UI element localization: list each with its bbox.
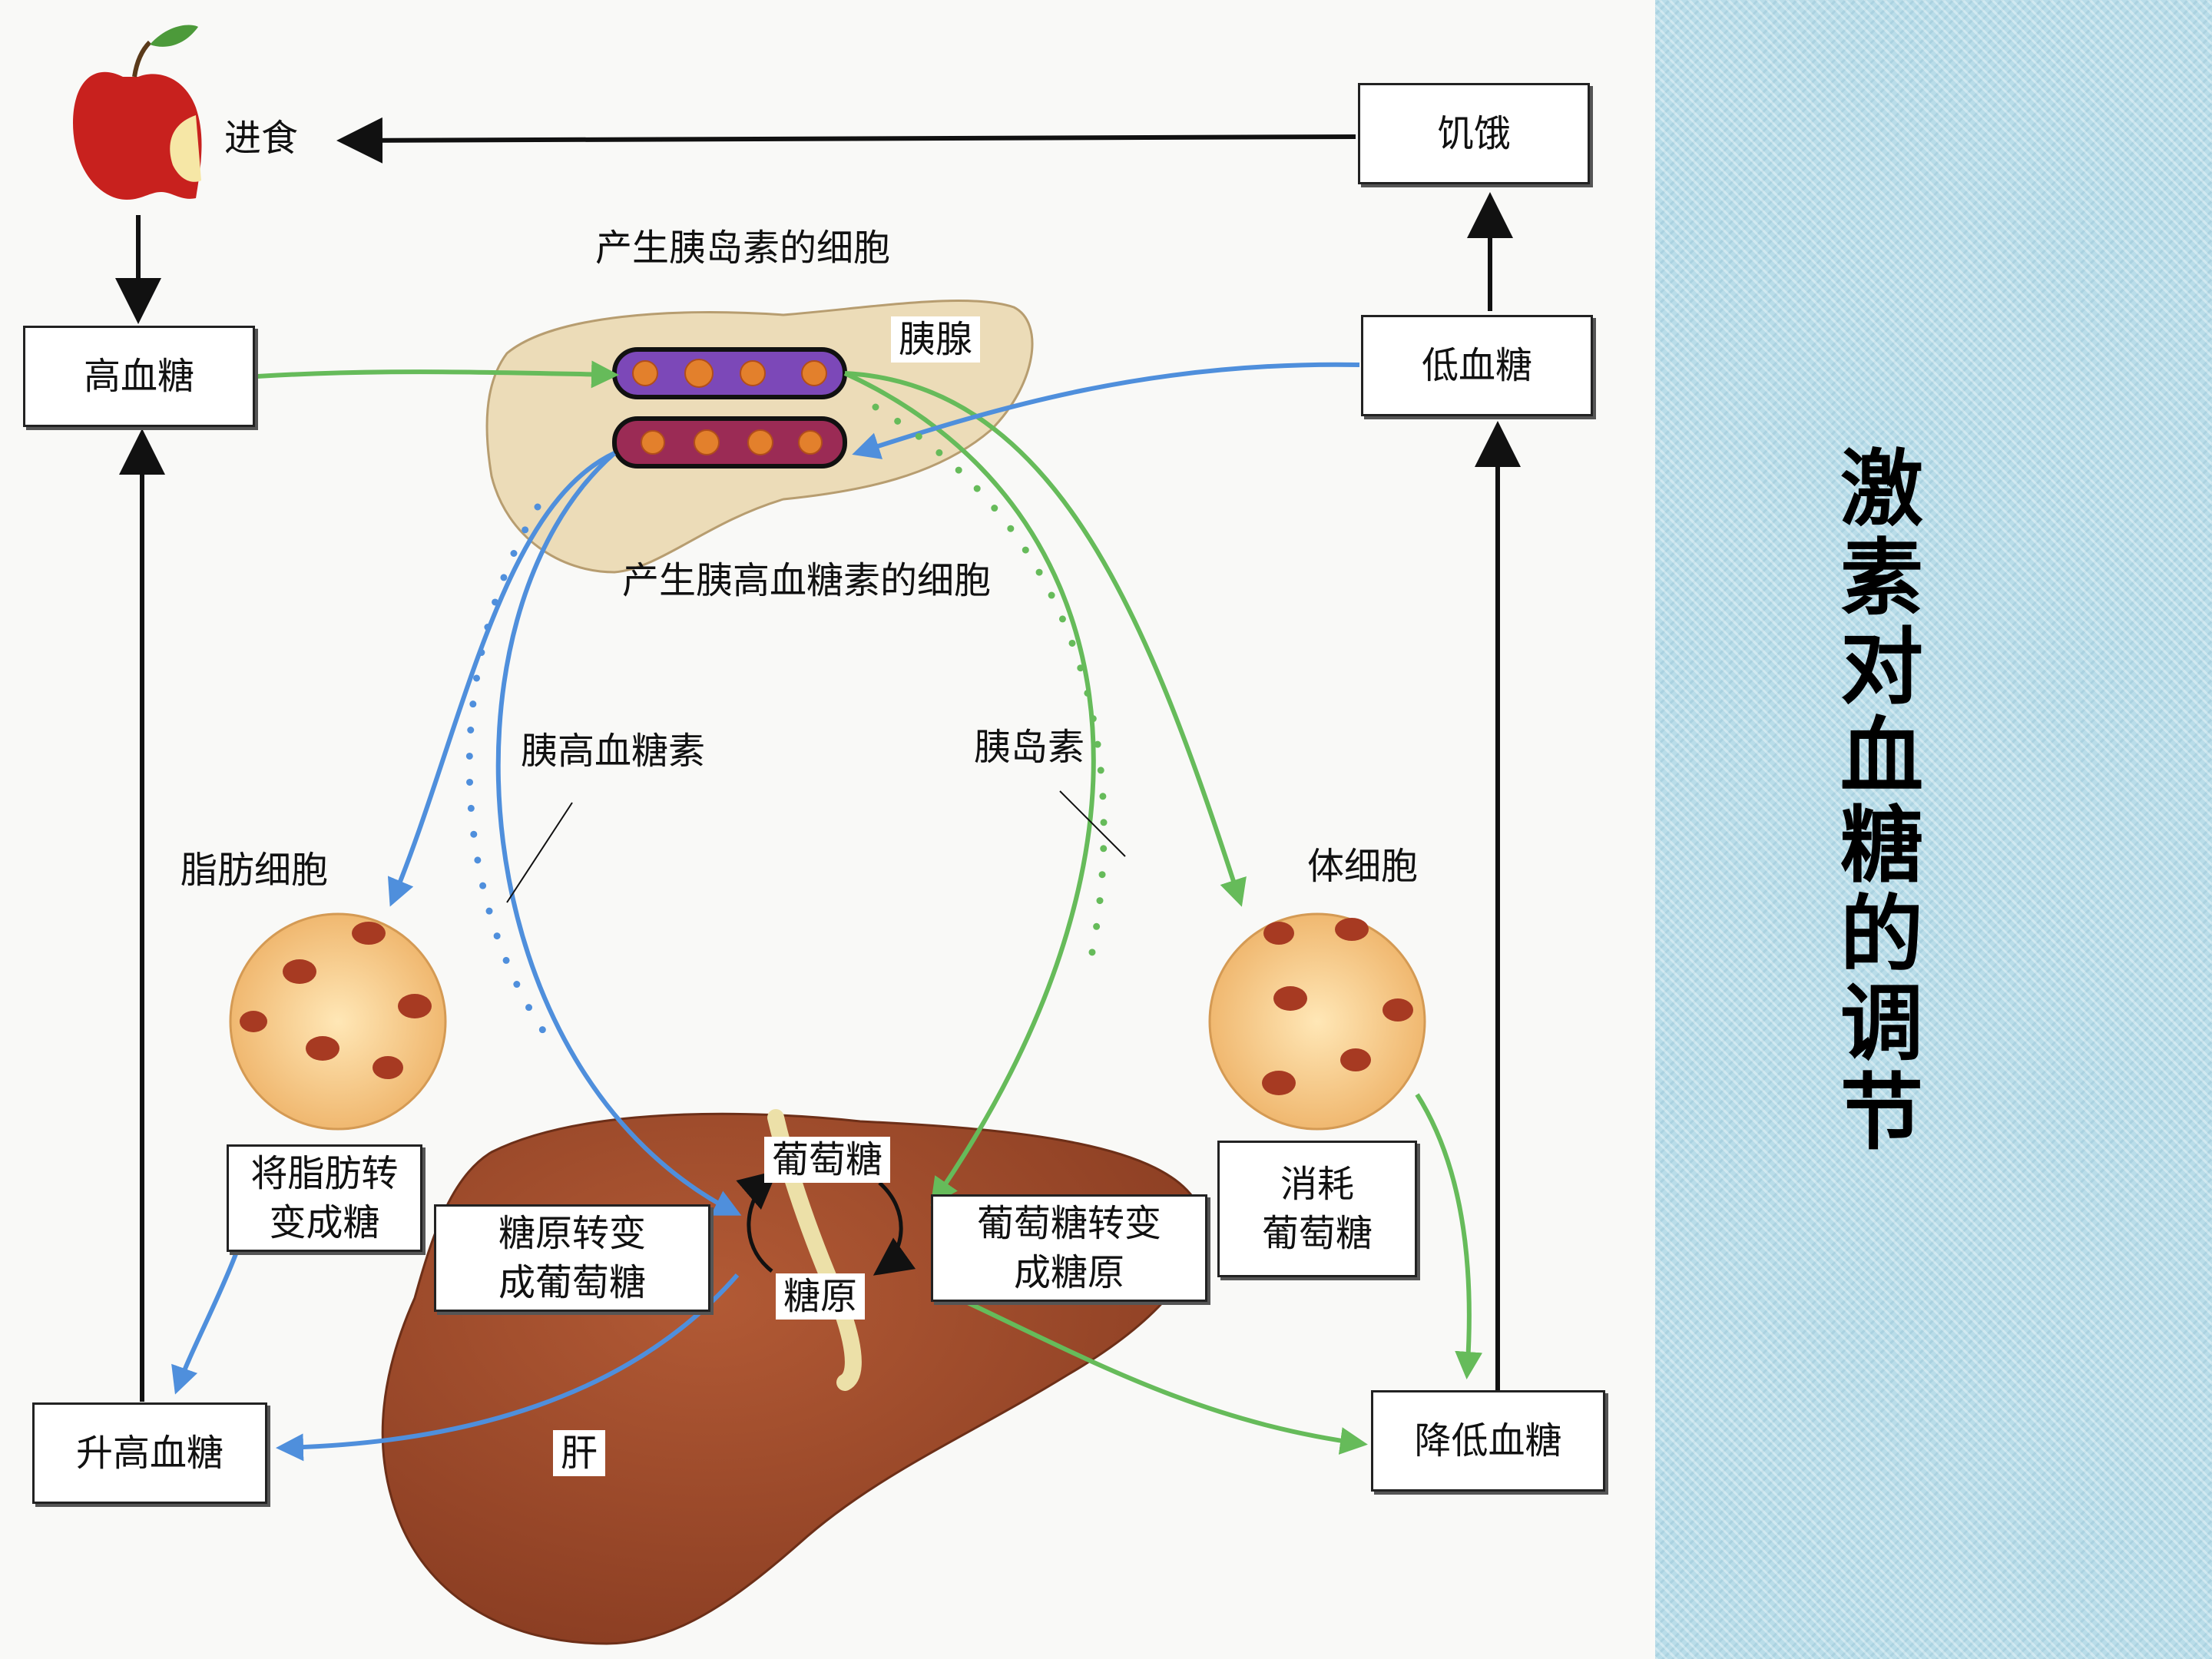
glucose-to-glycogen-line1: 葡萄糖转变 bbox=[977, 1199, 1161, 1248]
hunger-box: 饥饿 bbox=[1358, 83, 1590, 184]
fat-to-sugar-line2: 变成糖 bbox=[269, 1198, 379, 1247]
side-panel bbox=[1655, 0, 2212, 1659]
consume-glucose-box: 消耗 葡萄糖 bbox=[1217, 1141, 1417, 1277]
fat-to-sugar-line1: 将脂肪转 bbox=[250, 1149, 398, 1198]
raise-blood-sugar-text: 升高血糖 bbox=[76, 1429, 224, 1478]
fat-cell-label: 脂肪细胞 bbox=[180, 849, 328, 892]
glucagon-label: 胰高血糖素 bbox=[521, 730, 705, 773]
high-blood-sugar-text: 高血糖 bbox=[84, 352, 194, 401]
fat-to-sugar-box: 将脂肪转 变成糖 bbox=[227, 1144, 422, 1252]
glycogen-to-glucose-line2: 成葡萄糖 bbox=[498, 1258, 646, 1307]
low-blood-sugar-box: 低血糖 bbox=[1361, 315, 1593, 416]
consume-glucose-line1: 消耗 bbox=[1280, 1160, 1354, 1209]
glycogen-to-glucose-line1: 糖原转变 bbox=[498, 1209, 646, 1258]
fat-cell-image bbox=[230, 914, 445, 1129]
raise-blood-sugar-box: 升高血糖 bbox=[32, 1402, 267, 1504]
high-blood-sugar-box: 高血糖 bbox=[23, 326, 255, 427]
insulin-label: 胰岛素 bbox=[974, 726, 1084, 769]
glucagon-cells-label: 产生胰高血糖素的细胞 bbox=[622, 559, 991, 602]
glycogen-label: 糖原 bbox=[776, 1273, 865, 1320]
glucose-to-glycogen-line2: 成糖原 bbox=[1014, 1248, 1124, 1297]
glucose-to-glycogen-box: 葡萄糖转变 成糖原 bbox=[931, 1194, 1207, 1302]
lower-blood-sugar-text: 降低血糖 bbox=[1414, 1416, 1561, 1465]
pancreas-label: 胰腺 bbox=[891, 316, 980, 363]
hunger-text: 饥饿 bbox=[1437, 109, 1511, 158]
glucose-label: 葡萄糖 bbox=[764, 1137, 890, 1183]
apple-icon bbox=[73, 25, 202, 200]
lower-blood-sugar-box: 降低血糖 bbox=[1371, 1390, 1605, 1492]
consume-glucose-line2: 葡萄糖 bbox=[1262, 1209, 1373, 1258]
body-cell-image bbox=[1210, 914, 1425, 1129]
diagram-canvas: 饥饿 高血糖 低血糖 升高血糖 降低血糖 将脂肪转 变成糖 糖原转变 成葡萄糖 … bbox=[0, 0, 1655, 1659]
liver-label: 肝 bbox=[553, 1430, 605, 1476]
glycogen-to-glucose-box: 糖原转变 成葡萄糖 bbox=[434, 1204, 710, 1312]
insulin-cells-label: 产生胰岛素的细胞 bbox=[595, 227, 890, 270]
low-blood-sugar-text: 低血糖 bbox=[1422, 341, 1532, 390]
body-cell-label: 体细胞 bbox=[1307, 845, 1418, 888]
page-title: 激素对血糖的调节 bbox=[1832, 445, 1932, 1158]
eat-label: 进食 bbox=[224, 117, 298, 160]
